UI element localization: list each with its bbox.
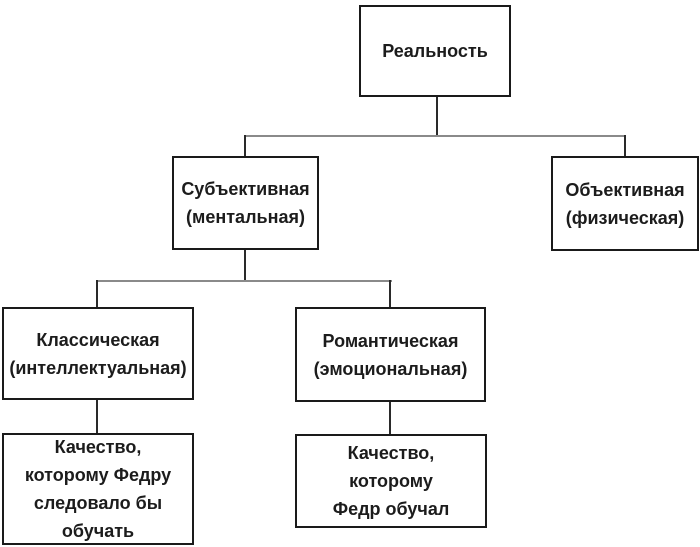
connector-subjective-drop <box>244 135 246 156</box>
node-romantic-label: Романтическая (эмоциональная) <box>313 330 468 379</box>
node-subjective: Субъективная (ментальная) <box>172 156 319 250</box>
node-objective: Объективная (физическая) <box>551 156 699 251</box>
node-reality: Реальность <box>359 5 511 97</box>
node-subjective-label: Субъективная (ментальная) <box>181 179 310 227</box>
connector-subjective-stem <box>244 250 246 281</box>
connector-romantic-stem <box>389 402 391 434</box>
node-quality-should-teach: Качество, которому Федру следовало бы об… <box>2 433 194 545</box>
connector-level2-bar <box>244 135 626 137</box>
node-reality-label: Реальность <box>382 41 488 61</box>
node-classical: Классическая (интеллектуальная) <box>2 307 194 400</box>
node-quality-taught-label: Качество, которому Федр обучал <box>332 443 450 519</box>
connector-level3-bar <box>96 280 392 282</box>
node-classical-label: Классическая (интеллектуальная) <box>9 329 187 378</box>
connector-classical-stem <box>96 400 98 433</box>
connector-classical-drop <box>96 280 98 307</box>
connector-reality-stem <box>436 97 438 137</box>
connector-romantic-drop <box>389 280 391 307</box>
node-quality-should-teach-label: Качество, которому Федру следовало бы об… <box>24 437 172 541</box>
node-quality-taught: Качество, которому Федр обучал <box>295 434 487 528</box>
connector-objective-drop <box>624 135 626 156</box>
node-objective-label: Объективная (физическая) <box>565 179 685 228</box>
node-romantic: Романтическая (эмоциональная) <box>295 307 486 402</box>
